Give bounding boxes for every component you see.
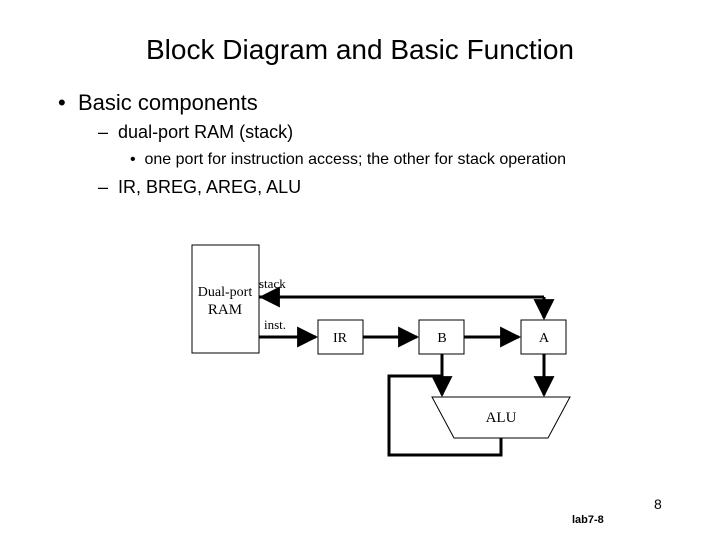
footer-label: lab7-8 — [572, 514, 604, 526]
bullet-marker: • — [58, 90, 66, 115]
alu-label: ALU — [486, 410, 517, 426]
dual-port-ram-block — [191, 244, 260, 354]
alu-block — [431, 396, 571, 439]
bullet-text: IR, BREG, AREG, ALU — [118, 177, 302, 197]
page-number: 8 — [654, 496, 662, 512]
bullet-text: Basic components — [77, 90, 258, 115]
b-label: B — [437, 331, 446, 346]
bullet-basic-components: • Basic components — [58, 90, 258, 116]
bullet-dual-port-ram: – dual-port RAM (stack) — [98, 122, 293, 143]
ram-label-line2: RAM — [208, 302, 242, 318]
bullet-text: dual-port RAM (stack) — [118, 122, 294, 142]
ram-label-line1: Dual-port — [198, 285, 253, 300]
bullet-marker: – — [98, 177, 109, 197]
bullet-port-description: • one port for instruction access; the o… — [130, 151, 566, 169]
alu-feedback-bus — [387, 374, 503, 457]
bullet-text: one port for instruction access; the oth… — [144, 151, 567, 168]
stack-port-label: stack — [259, 276, 286, 291]
bullet-registers: – IR, BREG, AREG, ALU — [98, 177, 301, 198]
slide-title: Block Diagram and Basic Function — [146, 34, 574, 65]
a-register — [520, 319, 567, 355]
a-label: A — [539, 331, 550, 346]
bullet-marker: – — [98, 122, 109, 142]
inst-port-label: inst. — [264, 317, 286, 332]
bullet-marker: • — [130, 151, 136, 168]
ir-label: IR — [333, 331, 348, 346]
